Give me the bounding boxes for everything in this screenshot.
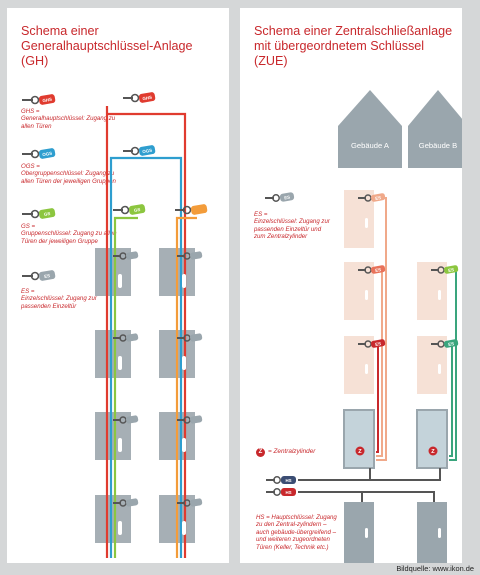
key-icon-gs-right	[175, 204, 208, 215]
svg-text:OGS: OGS	[42, 151, 53, 158]
es-keys-right	[177, 251, 203, 507]
door-b1	[417, 262, 447, 320]
central-cylinder-a	[343, 409, 375, 469]
key-icon-es-a2: ES	[358, 265, 386, 274]
image-credit: Bildquelle: www.ikon.de	[396, 564, 474, 573]
key-icon-gs-legend: GS	[22, 208, 56, 219]
key-icon-es-a3: ES	[358, 339, 386, 348]
door-a3	[344, 336, 374, 394]
svg-text:ES: ES	[284, 195, 291, 201]
svg-text:HS: HS	[285, 478, 291, 483]
key-icon-hs-1: HS	[266, 476, 296, 484]
svg-text:ES: ES	[448, 267, 455, 273]
svg-text:ES: ES	[375, 341, 382, 347]
svg-text:ES: ES	[375, 267, 382, 273]
door-a2	[344, 262, 374, 320]
key-icon-ghs: GHS	[123, 92, 156, 103]
access-lines	[105, 106, 197, 558]
door-column-left	[95, 248, 131, 543]
svg-text:GHS: GHS	[142, 95, 152, 102]
svg-text:ES: ES	[375, 195, 382, 201]
door-b-lower	[417, 502, 447, 563]
door-a-lower	[344, 502, 374, 563]
legend-gs: GS = Gruppenschlüssel: Zugang zu allen T…	[21, 223, 117, 245]
legend-ogs: OGS = Obergruppenschlüssel: Zugang zu al…	[21, 163, 116, 185]
key-icon-gs-left: GS	[113, 204, 146, 215]
svg-text:Z: Z	[358, 449, 362, 455]
svg-text:GHS: GHS	[42, 97, 52, 104]
key-icon-ogs-legend: OGS	[22, 148, 56, 159]
zue-diagram: Z Z ES ES ES ES	[265, 90, 462, 563]
building-a	[338, 90, 402, 168]
key-icon-es-b2: ES	[431, 339, 459, 348]
svg-text:ES: ES	[44, 273, 51, 279]
key-icon-es-legend: ES	[265, 192, 295, 202]
svg-text:GS: GS	[44, 211, 51, 217]
svg-text:GS: GS	[134, 207, 141, 213]
z-symbol-b: Z	[428, 446, 438, 456]
zue-lock-plates	[365, 218, 441, 538]
legend-es: ES = Einzelschlüssel: Zugang zur passend…	[21, 288, 97, 310]
label-gebaeude-b: Gebäude B	[418, 141, 458, 150]
legend-ghs: GHS = Generalhauptschlüssel: Zugang zu a…	[21, 108, 116, 130]
z-icon: Z	[256, 448, 265, 457]
lock-plates	[118, 274, 186, 535]
central-cylinder-b	[416, 409, 448, 469]
z-symbol-a: Z	[355, 446, 365, 456]
door-b2	[417, 336, 447, 394]
panel-gh: Schema einer Generalhauptschlüssel-Anlag…	[7, 8, 229, 563]
legend-zentralzylinder: Z= Zentralzylinder	[256, 448, 315, 457]
legend-es-zue: ES = Einzelschlüssel: Zugang zur passend…	[254, 211, 330, 241]
key-icon-es-a1: ES	[358, 193, 386, 202]
building-b	[408, 90, 462, 168]
label-gebaeude-a: Gebäude A	[350, 141, 389, 150]
svg-text:OGS: OGS	[142, 148, 153, 155]
panel-zue-title: Schema einer Zentralschließanlage mit üb…	[254, 24, 453, 68]
key-icon-es-legend: ES	[22, 270, 56, 281]
svg-text:ES: ES	[448, 341, 455, 347]
key-icon-hs-2: HS	[266, 488, 296, 496]
panel-gh-title: Schema einer Generalhauptschlüssel-Anlag…	[21, 24, 193, 68]
door-a1	[344, 190, 374, 248]
gh-diagram: GHS OGS GS ES GHS	[22, 92, 208, 558]
svg-text:Z: Z	[431, 449, 435, 455]
key-icon-ghs-legend: GHS	[22, 94, 56, 105]
key-icon-es-b1: ES	[431, 265, 459, 274]
legend-hs: HS = Hauptschlüssel: Zugang zu den Zentr…	[256, 514, 337, 551]
panel-zue: Schema einer Zentralschließanlage mit üb…	[240, 8, 462, 563]
svg-text:HS: HS	[285, 490, 291, 495]
es-keys-left	[113, 251, 139, 507]
key-icon-ogs: OGS	[123, 145, 156, 156]
